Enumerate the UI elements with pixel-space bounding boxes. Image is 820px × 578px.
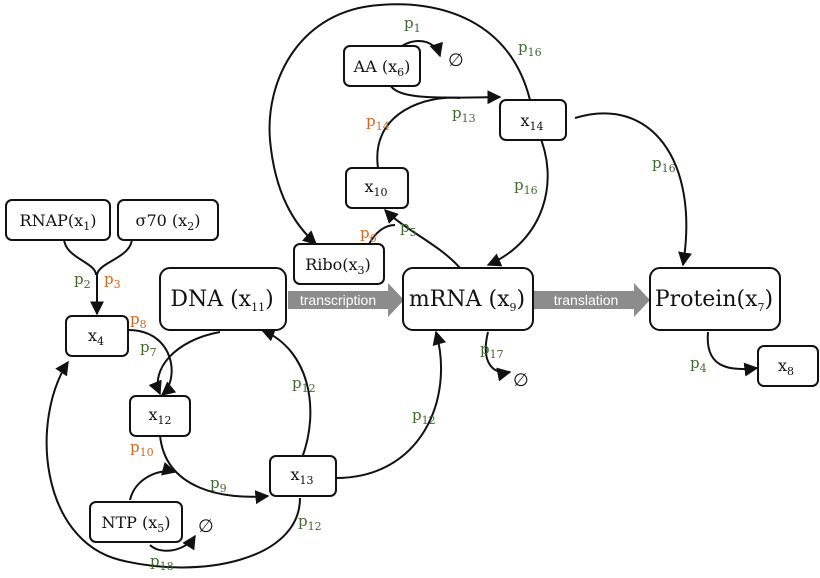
edge-ntp-degradation [149, 534, 196, 552]
transcription-label: transcription [300, 292, 376, 308]
node-mrna-label: mRNA (x9) [409, 287, 525, 314]
node-rnap-label: RNAP(x1) [20, 211, 97, 233]
node-x12-box [129, 395, 191, 437]
param-p13: p13 [452, 104, 476, 125]
param-p12-bottom: p12 [298, 512, 322, 533]
node-rnap-box [5, 199, 111, 241]
translation-label: translation [554, 292, 619, 308]
param-p10: p10 [130, 438, 154, 459]
translation-arrow: translation [534, 283, 650, 317]
param-p3: p3 [104, 270, 121, 291]
node-x10-label: x10 [364, 177, 387, 199]
node-x8-box [757, 345, 819, 387]
edge-x14-to-ribo [268, 3, 531, 245]
empty-set-ntp: ∅ [198, 516, 214, 537]
node-sigma-label: σ70 (x2) [136, 211, 201, 233]
node-x4-label: x4 [88, 326, 104, 348]
param-p6: p6 [360, 224, 377, 245]
node-sigma-box [117, 199, 219, 241]
node-x13-label: x13 [290, 465, 313, 487]
node-ribo-label: Ribo(x3) [305, 255, 371, 277]
param-p1: p1 [404, 14, 421, 35]
edge-x13-to-dna [260, 328, 312, 459]
edge-x14-to-mrna [486, 131, 549, 267]
param-p5: p5 [400, 218, 417, 239]
param-p12-right: p12 [412, 406, 436, 427]
node-aa-label: AA (x6) [353, 57, 411, 79]
node-aa-box [343, 45, 421, 87]
edge-ribo-to-join [367, 224, 396, 247]
node-boxes [5, 45, 819, 543]
param-p18: p18 [150, 552, 174, 573]
node-x14-label: x14 [520, 111, 543, 133]
node-x4-box [65, 315, 129, 357]
edge-mrna-degradation [484, 331, 512, 382]
param-p9: p9 [210, 474, 227, 495]
node-x10-box [345, 167, 409, 209]
node-dna-box [159, 267, 287, 331]
param-p7: p7 [140, 338, 157, 359]
node-x12-label: x12 [148, 405, 171, 427]
param-p16-top: p16 [518, 38, 542, 59]
node-ribo-box [293, 243, 385, 285]
node-mrna-box [402, 267, 534, 331]
param-p17: p17 [480, 340, 504, 361]
node-x13-box [269, 455, 337, 497]
edge-x13-to-mrna [335, 330, 447, 479]
edge-rnap-to-x4 [63, 237, 97, 276]
edge-x10-to-x14 [376, 96, 461, 169]
param-p8: p8 [130, 310, 147, 331]
edge-x12-to-x13 [159, 434, 270, 505]
edge-sigma-to-x4 [90, 237, 133, 316]
node-protein-box [649, 267, 781, 331]
node-ntp-label: NTP (x5) [101, 513, 170, 535]
node-protein-label: Protein(x7) [655, 287, 773, 314]
param-p16-mid: p16 [514, 176, 538, 197]
edge-protein-to-x8 [706, 331, 759, 377]
node-ntp-box [89, 501, 183, 543]
edge-x14-to-protein [574, 112, 692, 267]
transcription-arrow: transcription [288, 283, 404, 317]
param-p14: p14 [366, 112, 390, 133]
reaction-edges [45, 3, 759, 569]
empty-set-aa: ∅ [448, 50, 464, 71]
edge-mrna-to-x10 [384, 209, 461, 269]
param-p2: p2 [74, 270, 91, 291]
node-dna-label: DNA (x11) [170, 287, 273, 314]
edge-dna-to-x12 [148, 331, 221, 396]
param-p4: p4 [690, 354, 707, 375]
edge-ntp-to-join [129, 462, 177, 501]
edge-x13-to-x4 [45, 360, 301, 569]
node-x14-box [499, 99, 567, 141]
empty-set-mrna: ∅ [513, 370, 529, 391]
node-x8-label: x8 [778, 356, 794, 378]
